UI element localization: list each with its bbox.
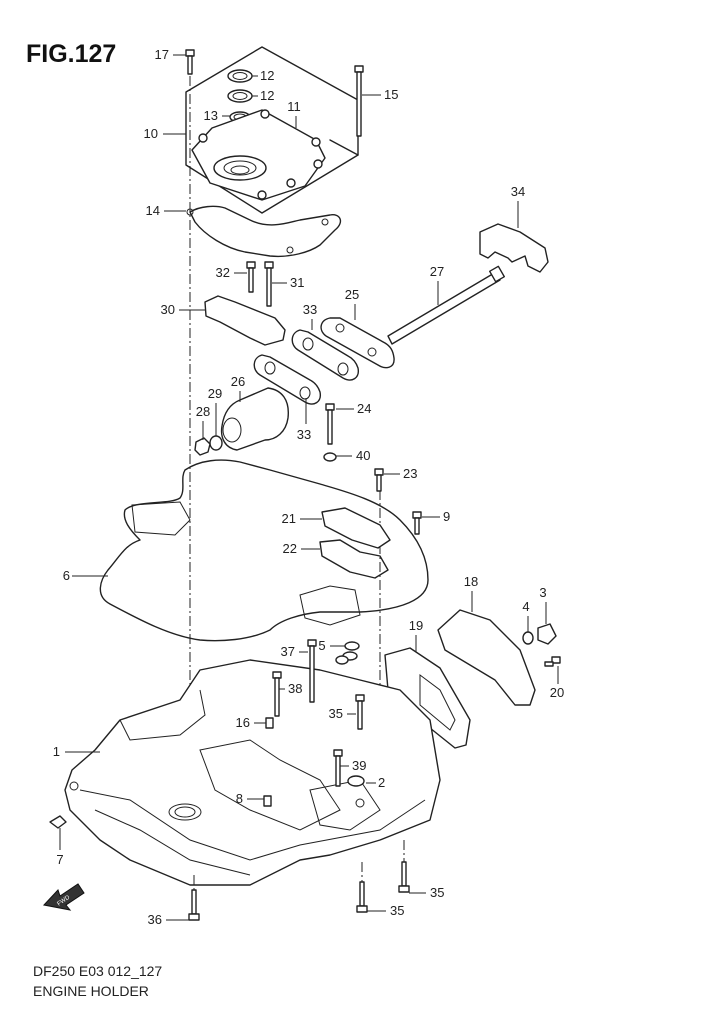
callout-2: 2	[378, 775, 385, 790]
rocker-cover-21	[321, 507, 391, 549]
plate-33b	[253, 354, 321, 405]
callout-28: 28	[196, 404, 210, 419]
engine-holder-1	[64, 659, 441, 886]
bolt-31	[264, 261, 274, 307]
callout-4: 4	[522, 599, 529, 614]
callout-3: 3	[539, 585, 546, 600]
figure-footer: DF250 E03 012_127 ENGINE HOLDER	[33, 961, 162, 1001]
plate-25	[320, 317, 395, 369]
callout-16: 16	[236, 715, 250, 730]
callout-35: 35	[390, 903, 404, 918]
callout-8: 8	[236, 791, 243, 806]
cover-11	[191, 109, 326, 201]
callout-33: 33	[297, 427, 311, 442]
callout-10: 10	[144, 126, 158, 141]
callout-21: 21	[282, 511, 296, 526]
dowel-8	[263, 795, 272, 807]
callout-32: 32	[216, 265, 230, 280]
callout-19: 19	[409, 618, 423, 633]
callout-22: 22	[283, 541, 297, 556]
washer-29	[209, 435, 223, 451]
bolt-35b	[356, 881, 368, 913]
bolt-23	[374, 468, 384, 492]
gasket-14	[189, 205, 342, 258]
callout-27: 27	[430, 264, 444, 279]
callout-40: 40	[356, 448, 370, 463]
callout-34: 34	[511, 184, 525, 199]
bolt-36	[188, 889, 200, 921]
gasket-22	[319, 539, 389, 579]
drain-plug-7	[49, 815, 67, 829]
callout-35: 35	[430, 885, 444, 900]
callout-9: 9	[443, 509, 450, 524]
stopper-34	[479, 223, 549, 273]
cap-3	[537, 623, 557, 645]
gasket-6	[99, 459, 429, 642]
callout-33: 33	[303, 302, 317, 317]
callout-7: 7	[56, 852, 63, 867]
callout-31: 31	[290, 275, 304, 290]
dowel-16	[265, 717, 274, 729]
callout-29: 29	[208, 386, 222, 401]
bracket-30	[204, 295, 286, 346]
callout-12: 12	[260, 88, 274, 103]
bolt-37	[307, 639, 317, 703]
o-rings-5	[335, 641, 360, 665]
callout-24: 24	[357, 401, 371, 416]
nut-28	[194, 437, 211, 456]
callout-14: 14	[146, 203, 160, 218]
water-housing-18	[437, 609, 536, 706]
figure-title: FIG.127	[26, 40, 117, 68]
callout-35: 35	[329, 706, 343, 721]
callout-37: 37	[281, 644, 295, 659]
bolt-24	[325, 403, 335, 445]
callout-39: 39	[352, 758, 366, 773]
bolt-15	[354, 65, 364, 137]
callout-36: 36	[148, 912, 162, 927]
bolt-35c	[398, 861, 410, 893]
washer-40	[323, 452, 337, 462]
callout-17: 17	[155, 47, 169, 62]
bolt-38	[272, 671, 282, 717]
figure-name: ENGINE HOLDER	[33, 983, 149, 999]
bolt-35a	[355, 694, 365, 730]
callout-25: 25	[345, 287, 359, 302]
fwd-arrow-icon: FWD	[43, 883, 85, 911]
figure-code: DF250 E03 012_127	[33, 963, 163, 979]
callout-1: 1	[53, 744, 60, 759]
callout-26: 26	[231, 374, 245, 389]
oil-seal-12b	[227, 89, 253, 103]
plate-33a	[291, 329, 359, 381]
callout-23: 23	[403, 466, 417, 481]
mount-26	[220, 387, 289, 451]
callout-12: 12	[260, 68, 274, 83]
oil-seal-12a	[227, 69, 253, 83]
callout-20: 20	[550, 685, 564, 700]
bolt-32	[246, 261, 256, 293]
bolt-39	[333, 749, 343, 787]
callout-5: 5	[318, 638, 325, 653]
o-ring-4	[522, 631, 534, 645]
callout-labels: 1234567891011121213141516171819202122232…	[53, 47, 564, 927]
callout-15: 15	[384, 87, 398, 102]
bolt-9	[412, 511, 422, 535]
through-bolt-27	[387, 265, 506, 345]
callout-18: 18	[464, 574, 478, 589]
o-ring-2	[347, 775, 365, 787]
bolt-17	[185, 49, 195, 75]
callout-11: 11	[287, 99, 301, 114]
callout-6: 6	[63, 568, 70, 583]
callout-38: 38	[288, 681, 302, 696]
callout-30: 30	[161, 302, 175, 317]
callout-13: 13	[204, 108, 218, 123]
bolt-20	[544, 656, 561, 667]
